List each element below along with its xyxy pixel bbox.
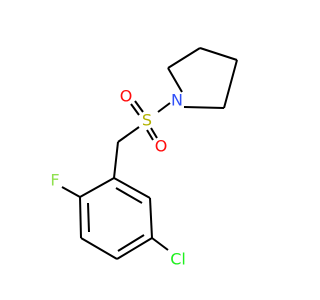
bond-c3-c4 (223, 59, 238, 109)
atom-oxygen-bottom: O (155, 137, 168, 156)
bond-ring-5 (149, 197, 153, 239)
bond-ring-1 (79, 177, 115, 198)
structure-canvas: O S O N F Cl (50, 47, 238, 269)
bond-s-ch2 (117, 126, 140, 143)
bond-c-f (61, 186, 81, 198)
bond-s-o-top-b (130, 103, 140, 116)
bond-s-o-bottom-b (146, 129, 154, 141)
bond-c4-n (183, 106, 225, 109)
bond-ring-inner-3 (115, 187, 143, 204)
bond-ring-2 (79, 196, 82, 239)
bond-ring-3 (80, 237, 118, 260)
bond-n-s (157, 102, 171, 113)
bond-n-c1 (167, 67, 183, 93)
bond-c1-c2 (167, 47, 201, 69)
bond-c-cl (151, 237, 169, 251)
bond-ch2-ring (113, 141, 119, 179)
molecule-diagram: O S O N F Cl (50, 47, 238, 269)
atom-sulfur: S (142, 111, 152, 130)
atom-nitrogen: N (171, 91, 183, 110)
bond-ring-inner-2 (117, 234, 145, 252)
bond-ring-6 (113, 177, 151, 199)
atom-fluorine: F (50, 171, 59, 190)
bond-ring-4 (116, 237, 153, 260)
bond-ring-inner-1 (87, 202, 90, 233)
bond-c2-c3 (199, 47, 238, 61)
bond-s-o-bottom-a (150, 127, 158, 139)
atom-chlorine: Cl (170, 250, 186, 269)
atom-oxygen-top: O (120, 87, 133, 106)
bond-s-o-top-a (134, 100, 144, 113)
